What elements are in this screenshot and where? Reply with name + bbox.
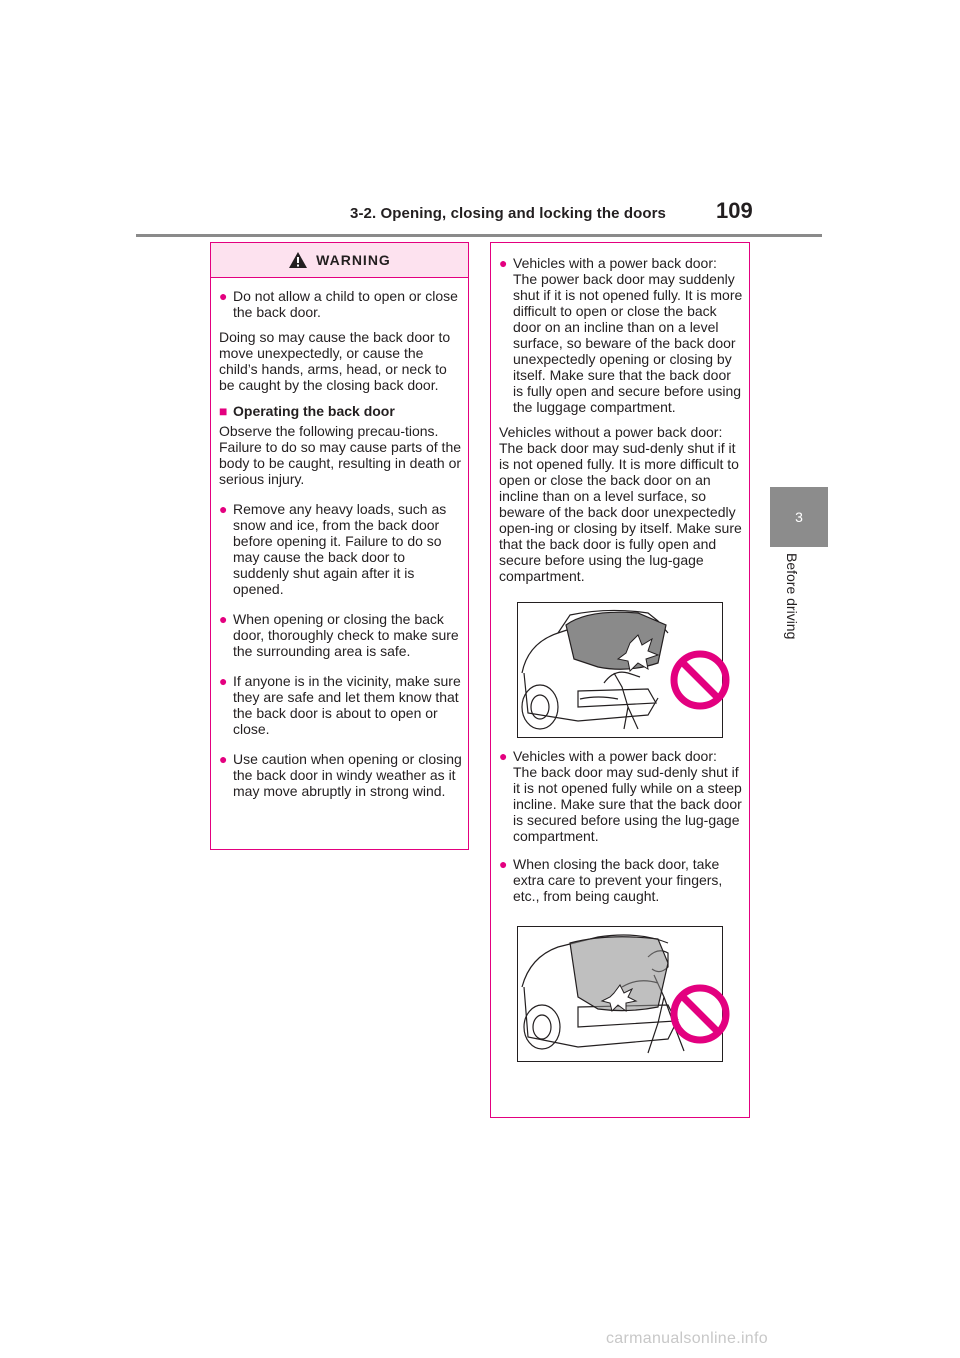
warning-content-left: ● Do not allow a child to open or close … [211,278,468,799]
list-item: ● Do not allow a child to open or close … [219,288,458,320]
bullet-dot-icon: ● [499,748,508,764]
car-closing-door-illustration [521,934,685,1054]
bullet-dot-icon: ● [219,751,228,767]
paragraph: Vehicles without a power back door: The … [499,424,742,584]
warning-box-left: WARNING ● Do not allow a child to open o… [210,242,469,850]
list-item: ● Vehicles with a power back door: The b… [499,748,742,844]
warning-triangle-icon [289,252,308,268]
section-title: 3-2. Opening, closing and locking the do… [350,205,666,222]
bullet-dot-icon: ● [499,856,508,872]
bullet-dot-icon: ● [219,611,228,627]
warning-box-right: ● Vehicles with a power back door: The p… [490,242,750,1118]
list-item: ● Remove any heavy loads, such as snow a… [219,501,447,597]
warning-label: WARNING [316,252,391,268]
list-item: ● If anyone is in the vicinity, make sur… [219,673,461,737]
bullet-dot-icon: ● [219,673,228,689]
list-item: ● Use caution when opening or closing th… [219,751,462,799]
car-back-door-illustration [521,609,669,730]
subheading: ■ Operating the back door [219,403,395,419]
chapter-tab: 3 [770,487,828,547]
bullet-dot-icon: ● [219,288,228,304]
prohibition-icon [670,984,730,1044]
bullet-dot-icon: ● [219,501,228,517]
header-rule [136,234,822,237]
page-number: 109 [716,198,753,223]
square-marker-icon: ■ [219,403,228,419]
paragraph: Doing so may cause the back door to move… [219,329,451,393]
chapter-label: Before driving [784,553,800,640]
bullet-dot-icon: ● [499,255,508,271]
list-item: ● Vehicles with a power back door: The p… [499,255,743,415]
prohibition-icon [670,650,730,710]
list-item: ● When closing the back door, take extra… [499,856,723,904]
warning-content-right: ● Vehicles with a power back door: The p… [491,243,749,1062]
illustration-back-door-hazard-2 [517,926,723,1062]
warning-header: WARNING [211,243,468,278]
watermark: carmanualsonline.info [606,1330,768,1347]
illustration-back-door-hazard-1 [517,602,723,738]
paragraph: Observe the following precau-tions. Fail… [219,423,462,487]
list-item: ● When opening or closing the back door,… [219,611,459,659]
